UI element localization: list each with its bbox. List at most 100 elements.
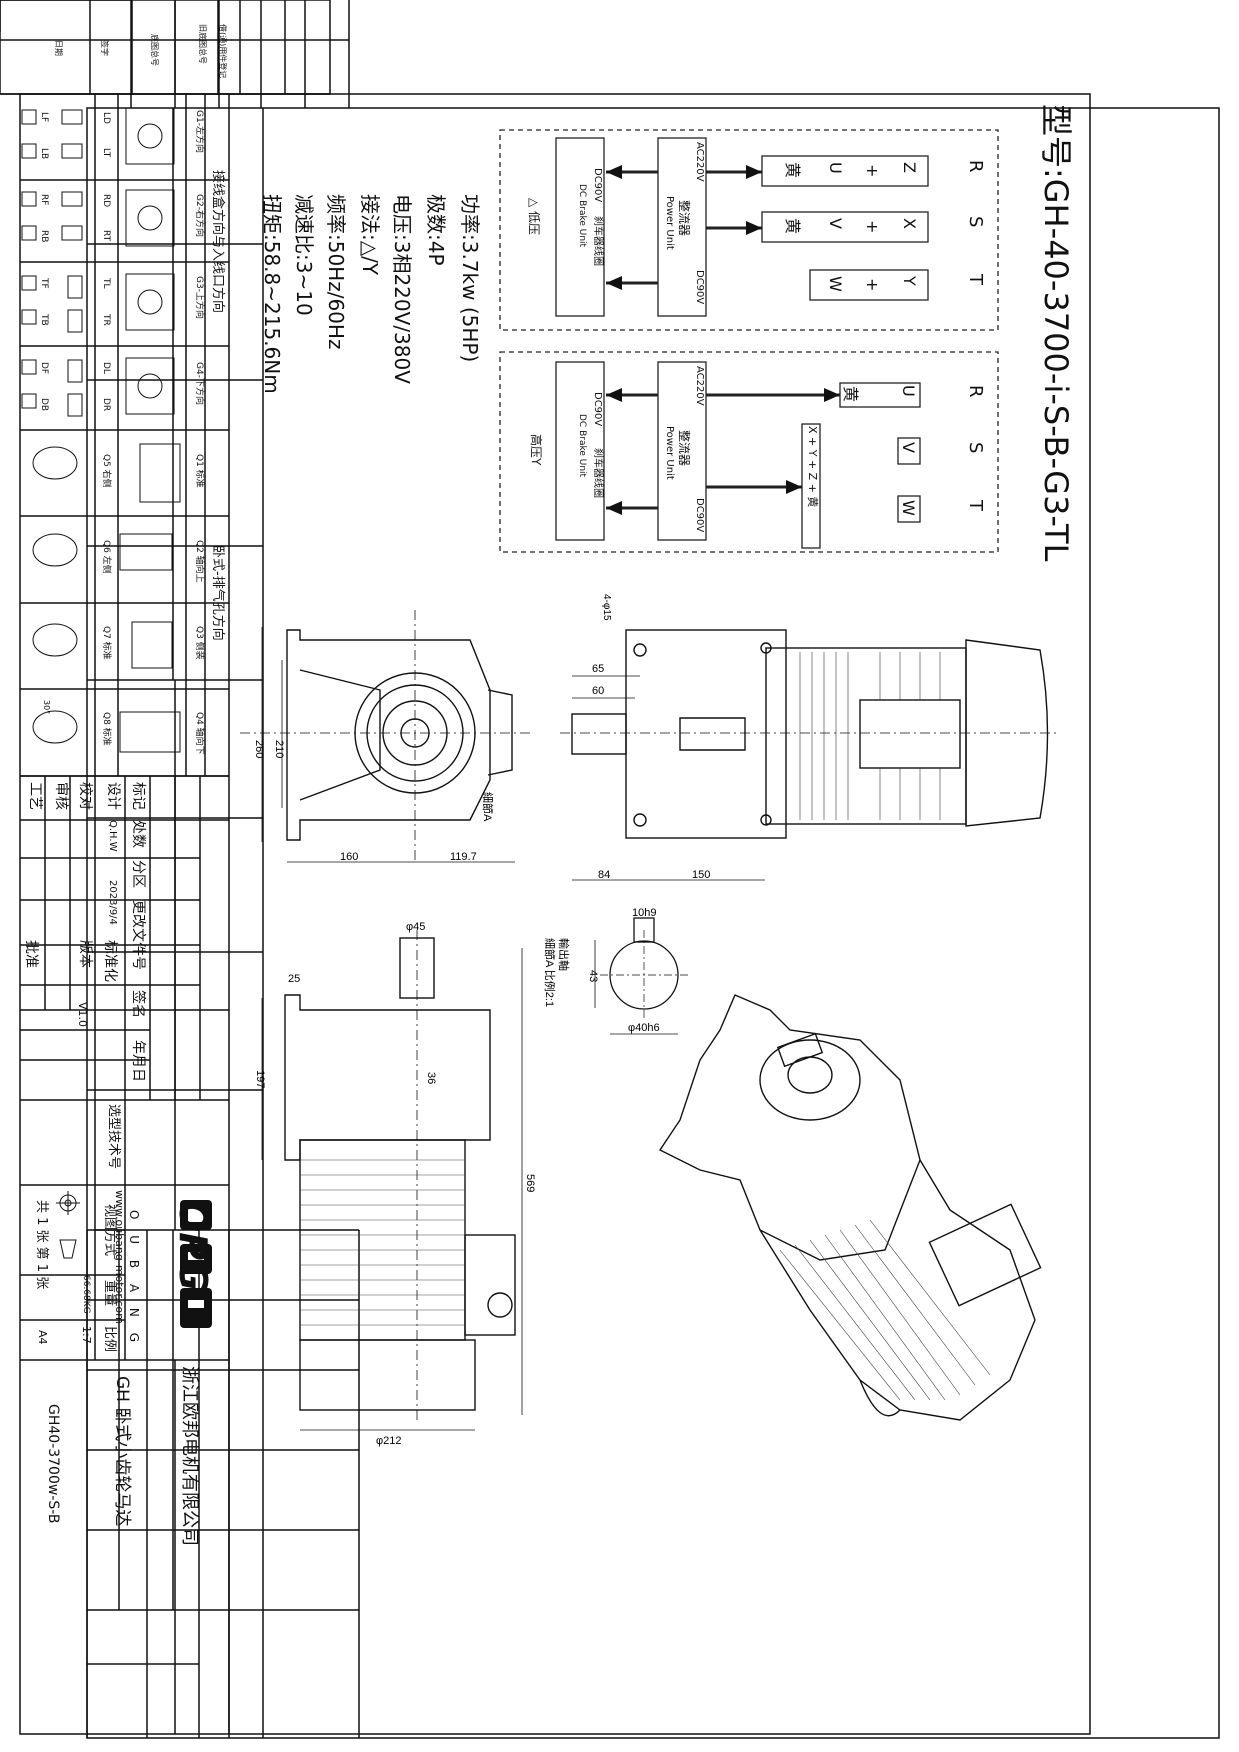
tb-version-label: 版本 xyxy=(77,940,93,968)
tb-ratio-label: 比例 xyxy=(102,1326,117,1353)
high-rect-out: DC90V xyxy=(694,498,705,533)
tb-mark: 标记 xyxy=(130,782,146,810)
q7-label: Q7 标准 xyxy=(101,626,111,660)
q2-label: Q2 轴向上 xyxy=(194,540,204,583)
high-phase-t: T xyxy=(965,500,986,511)
rev-date: 日期 xyxy=(54,40,63,56)
dim-569: 569 xyxy=(524,1174,536,1192)
low-rect-title: 整流器 xyxy=(677,200,691,237)
spec-4: 频率:50Hz/60Hz xyxy=(324,194,348,350)
rev-borrow: 借(通)用件登记 xyxy=(218,24,227,79)
low-brake-sub: DC Brake Unit xyxy=(577,184,587,248)
rev-sign: 签字 xyxy=(100,40,109,56)
high-phase-r: R xyxy=(965,385,986,398)
high-brake-title: 刹车器线圈 xyxy=(592,448,603,498)
dim-45: φ45 xyxy=(406,921,425,933)
low-plus-1: + xyxy=(863,164,882,178)
code-tb: TB xyxy=(39,314,49,326)
g1-label: G1-左方向 xyxy=(194,110,204,153)
detail-a: 細節A xyxy=(481,792,495,822)
tb-review: 审核 xyxy=(53,782,69,810)
code-tr: TR xyxy=(101,314,111,326)
code-rt: RT xyxy=(101,230,111,242)
low-rect-out: DC90V xyxy=(694,270,705,305)
q1-label: Q1 标准 xyxy=(194,454,204,488)
g3-label: G3-上方向 xyxy=(194,276,204,319)
tb-change: 更改文件号 xyxy=(130,900,146,970)
dim-60: 60 xyxy=(592,685,604,697)
q3-label: Q3 侧装 xyxy=(194,626,204,660)
low-line-v: V xyxy=(826,218,845,229)
high-rect-title: 整流器 xyxy=(677,430,691,467)
code-lf: LF xyxy=(39,112,49,123)
tb-brand: O U B A N G xyxy=(127,1210,141,1349)
tb-product: GH 卧式小齿轮马达 xyxy=(112,1376,132,1527)
logo-label: OPG xyxy=(171,1200,215,1292)
high-yellow: 黄 xyxy=(841,386,860,403)
spec-6: 扭矩:58.8~215.6Nm xyxy=(260,194,284,394)
g4-label: G4-下方向 xyxy=(194,362,204,405)
dim-212: φ212 xyxy=(376,1435,402,1447)
dim-210: 210 xyxy=(273,740,285,758)
q5-label: Q5 右侧 xyxy=(101,454,111,488)
high-rect-sub: Power Unit xyxy=(664,426,675,480)
code-lt: LT xyxy=(101,148,111,158)
high-star: X + Y + Z + 黄 xyxy=(806,426,819,508)
mount-title: 接线盒方向与入线口方向 xyxy=(210,170,225,314)
low-yellow-1: 黄 xyxy=(783,162,802,179)
dim-25: 25 xyxy=(288,973,300,985)
tb-view-method: 视图方式 xyxy=(102,1204,117,1257)
high-line-u: U xyxy=(899,385,918,397)
low-phase-s: S xyxy=(965,216,986,228)
g2-label: G2-右方向 xyxy=(194,194,204,237)
tb-ratio: 1:7 xyxy=(80,1326,93,1344)
shaft-scale: 細節A 比例2:1 xyxy=(543,938,557,1007)
low-rect-in: AC220V xyxy=(694,142,705,182)
tb-selection: 选型技术号 xyxy=(106,1104,121,1170)
spec-5: 减速比:3~10 xyxy=(292,194,316,316)
code-ld: LD xyxy=(101,112,111,124)
tb-count: 处数 xyxy=(130,820,146,848)
low-caption: △ 低压 xyxy=(527,198,541,236)
tb-standard: 标准化 xyxy=(102,940,118,982)
tb-design: 设计 xyxy=(105,782,121,810)
dim-84: 84 xyxy=(598,869,610,881)
low-line-w: W xyxy=(826,276,845,292)
tb-sheets: 共 1 张 第 1 张 xyxy=(34,1200,49,1290)
rev-old-no: 旧底图总号 xyxy=(198,24,207,64)
tb-designer: Q.H.W xyxy=(107,820,118,852)
low-brake-in: DC90V xyxy=(592,168,603,203)
shaft-43: 43 xyxy=(587,970,599,982)
angle-label: 30° xyxy=(42,700,51,715)
code-db: DB xyxy=(39,398,49,412)
code-tl: TL xyxy=(101,278,111,289)
spec-3: 接法:△/Y xyxy=(358,194,382,276)
rev-base-no: 底图总号 xyxy=(150,34,159,66)
q6-label: Q6 左侧 xyxy=(101,540,111,574)
code-rf: RF xyxy=(39,194,49,206)
code-dl: DL xyxy=(101,362,111,374)
tb-zone: 分区 xyxy=(130,860,146,888)
code-tf: TF xyxy=(39,278,49,289)
dim-160: 160 xyxy=(340,851,358,863)
high-line-w: W xyxy=(899,500,918,516)
spec-0: 功率:3.7kw (5HP) xyxy=(458,194,482,363)
spec-1: 极数:4P xyxy=(424,194,448,266)
tb-design-date: 2023/9/4 xyxy=(107,880,118,925)
dim-260: 260 xyxy=(253,740,265,758)
code-rb: RB xyxy=(39,230,49,243)
high-brake-in: DC90V xyxy=(592,392,603,427)
low-plus-3: + xyxy=(863,278,882,292)
tb-company: 浙江欧邦电机有限公司 xyxy=(179,1366,200,1546)
low-rect-sub: Power Unit xyxy=(664,196,675,250)
low-line-u: U xyxy=(826,162,845,174)
tb-weight: 66.68KG xyxy=(81,1275,91,1314)
low-yellow-2: 黄 xyxy=(783,218,802,235)
high-line-v: V xyxy=(899,442,918,453)
dim-65: 65 xyxy=(592,663,604,675)
tb-version: V1.0 xyxy=(76,1002,89,1028)
code-dr: DR xyxy=(101,398,111,412)
high-phase-s: S xyxy=(965,442,986,454)
high-rect-in: AC220V xyxy=(694,366,705,406)
